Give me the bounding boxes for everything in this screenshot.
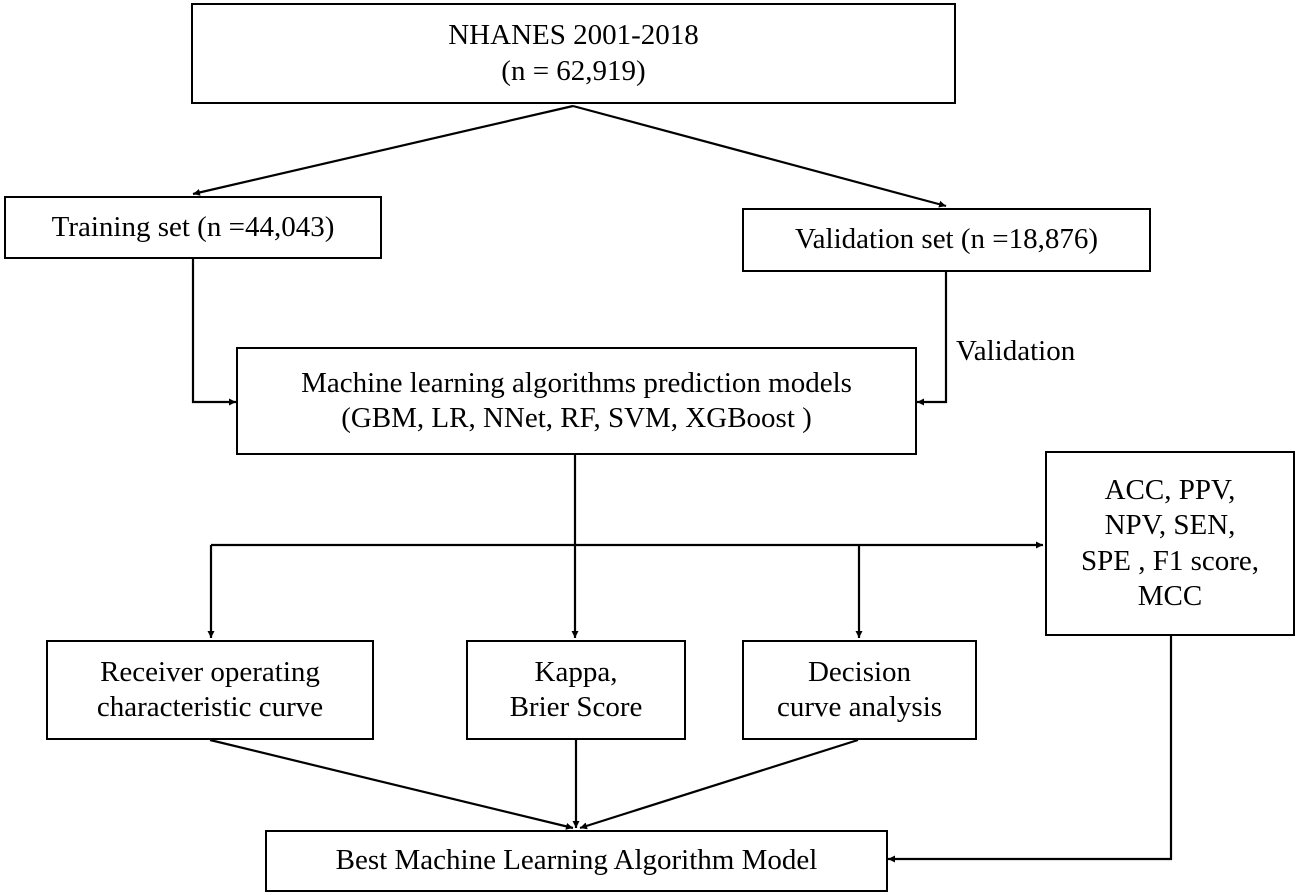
edge-roc-to-best (209, 738, 574, 830)
decision-curve-box: Decision curve analysis (742, 640, 977, 740)
roc-line-2: characteristic curve (96, 691, 324, 723)
dca-line-1: Decision (807, 655, 912, 688)
kappa-line-2: Brier Score (509, 691, 643, 723)
metrics-line-1: ACC, PPV, (1104, 473, 1236, 506)
metrics-line-2: NPV, SEN, (1104, 509, 1236, 542)
roc-line-1: Receiver operating (100, 655, 320, 688)
training-set-box: Training set (n =44,043) (4, 196, 382, 259)
metrics-line-3: SPE , F1 score, (1080, 544, 1260, 577)
best-model-label: Best Machine Learning Algorithm Model (335, 844, 818, 877)
edge-metrics-to-best (888, 636, 1173, 863)
validation-edge-label: Validation (956, 335, 1076, 367)
edge-source-to-training (192, 104, 574, 196)
source-title: NHANES 2001-2018 (448, 19, 699, 52)
nhanes-source-box: NHANES 2001-2018 (n = 62,919) (191, 3, 956, 104)
roc-curve-box: Receiver operating characteristic curve (46, 640, 374, 740)
training-set-label: Training set (n =44,043) (51, 210, 335, 243)
metrics-line-4: MCC (1137, 579, 1203, 612)
validation-set-box: Validation set (n =18,876) (742, 208, 1151, 272)
edge-training-to-models (191, 259, 236, 406)
ml-models-title: Machine learning algorithms prediction m… (301, 366, 852, 399)
metrics-box: ACC, PPV, NPV, SEN, SPE , F1 score, MCC (1045, 451, 1295, 636)
source-count: (n = 62,919) (501, 54, 646, 87)
ml-models-list: (GBM, LR, NNet, RF, SVM, XGBoost ) (341, 402, 812, 434)
edge-source-to-validation (572, 104, 947, 208)
best-model-box: Best Machine Learning Algorithm Model (265, 830, 888, 892)
edge-dca-to-best (579, 738, 859, 830)
dca-line-2: curve analysis (776, 691, 943, 723)
validation-set-label: Validation set (n =18,876) (794, 223, 1099, 256)
kappa-line-1: Kappa, (534, 655, 618, 688)
kappa-brier-box: Kappa, Brier Score (466, 640, 686, 740)
ml-models-box: Machine learning algorithms prediction m… (236, 347, 917, 455)
edge-validation-to-models (917, 272, 948, 406)
